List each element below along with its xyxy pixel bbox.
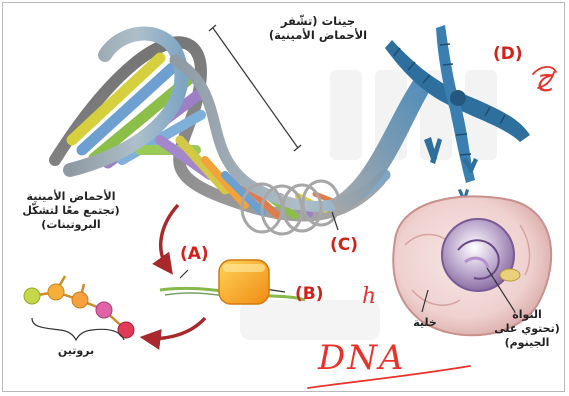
marker-d: (D): [493, 44, 523, 64]
label-nucleus-line3: الجينوم): [490, 336, 564, 350]
arrow-dna-to-amino: [161, 205, 178, 268]
label-genes-line1: جينات (تشّفر: [260, 14, 376, 28]
label-nucleus: النواة (تحتوي على الجينوم): [490, 308, 564, 349]
handwritten-dna: DNA: [318, 338, 406, 378]
label-genes-line2: الأحماض الأمينية): [260, 28, 376, 42]
handwritten-mark-d: ج: [536, 62, 553, 92]
translation-complex: [160, 260, 305, 304]
label-amino-acids: الأحماض الأمينية (تجتمع معًا لتشكّل البر…: [8, 190, 134, 231]
label-protein: بروتين: [36, 344, 116, 358]
label-nucleus-line1: النواة: [490, 308, 564, 322]
label-genes: جينات (تشّفر الأحماض الأمينية): [260, 14, 376, 43]
marker-a: (A): [180, 244, 209, 264]
marker-c: (C): [330, 235, 358, 255]
arrow-amino-to-protein: [148, 318, 205, 338]
gene-bracket: [209, 25, 301, 151]
label-amino-line2: (تجتمع معًا لتشكّل: [8, 204, 134, 218]
label-cell: خلية: [398, 316, 452, 330]
label-amino-line1: الأحماض الأمينية: [8, 190, 134, 204]
protein-brace: [32, 318, 124, 340]
amino-acid-chain: [24, 276, 134, 340]
label-nucleus-line2: (تحتوي على: [490, 322, 564, 336]
label-amino-line3: البروتينات): [8, 218, 134, 232]
flow-arrows: [148, 205, 205, 338]
marker-b: (B): [295, 284, 324, 304]
handwritten-mark-c: h: [362, 284, 376, 309]
nucleus: [442, 219, 514, 291]
